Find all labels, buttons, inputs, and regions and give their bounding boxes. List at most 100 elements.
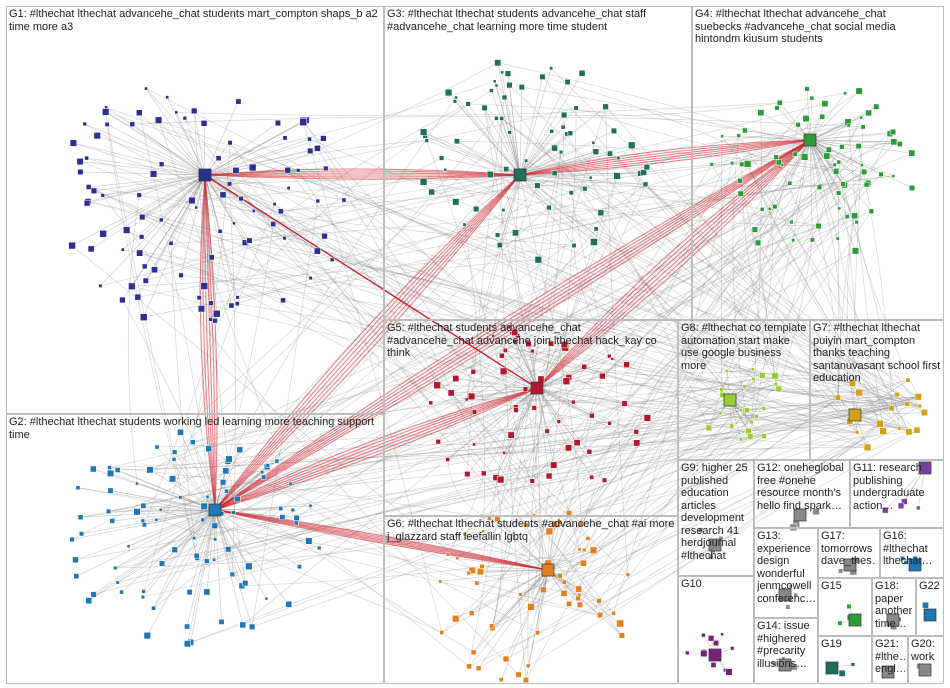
edge: [214, 396, 919, 561]
edge: [137, 162, 733, 298]
node-g2: [279, 514, 286, 521]
edge: [741, 409, 880, 425]
edge: [599, 423, 881, 616]
node-g1: [321, 232, 328, 240]
group-label-g2: G2: #lthechat lthechat students working …: [9, 416, 375, 441]
node-g2: [225, 455, 233, 463]
node-g3: [546, 204, 552, 211]
group-box-g8: G8: #lthechat co template automation sta…: [678, 320, 810, 460]
edge: [203, 123, 206, 176]
edge: [235, 170, 542, 380]
node-g2: [119, 589, 124, 595]
node-g3: [494, 116, 499, 121]
edge: [110, 490, 216, 511]
group-label-g14: G14: issue #highered #precarity illusion…: [757, 620, 810, 670]
edge: [447, 403, 908, 460]
edge: [726, 370, 910, 433]
edge: [97, 135, 206, 176]
edge: [497, 62, 521, 176]
edge: [473, 569, 549, 653]
node-g6: [575, 595, 581, 602]
node-g3: [496, 242, 503, 248]
node-g2: [169, 475, 177, 483]
edge: [136, 511, 442, 633]
node-g2: [151, 605, 156, 611]
group-label-g3: G3: #lthechat lthechat students advanceh…: [387, 8, 647, 33]
node-g3: [593, 226, 599, 232]
edge: [809, 93, 846, 141]
edge: [80, 509, 216, 518]
edge: [75, 509, 216, 561]
node-g2: [249, 623, 256, 630]
edge: [550, 67, 892, 409]
edge: [609, 153, 919, 398]
edge: [143, 509, 216, 592]
edge: [161, 509, 216, 564]
node-g2: [114, 467, 121, 473]
edge: [214, 509, 250, 567]
edge: [142, 174, 206, 218]
edge: [540, 378, 860, 393]
edge: [242, 206, 775, 626]
node-g7: [876, 420, 884, 428]
node-g10: [685, 650, 690, 656]
edge: [809, 139, 839, 194]
edge: [154, 174, 206, 270]
edge: [204, 174, 254, 212]
edge: [87, 201, 853, 384]
node-g3: [607, 150, 613, 157]
edge: [837, 165, 863, 398]
node-g4: [730, 161, 735, 166]
edge: [468, 103, 842, 148]
edge-highlight: [214, 387, 538, 511]
edge-highlight: [214, 174, 521, 511]
edge: [474, 411, 589, 539]
group-box-g13: G13: experience design wonderful jenmcow…: [754, 528, 818, 618]
node-g8: [744, 407, 750, 414]
edge: [509, 84, 858, 433]
node-g2: [190, 439, 196, 445]
edge: [520, 430, 884, 595]
node-g1: [308, 276, 313, 281]
edge: [528, 396, 919, 667]
node-g8: [729, 423, 734, 429]
edge-highlight: [214, 387, 538, 511]
edge: [204, 119, 307, 176]
edge: [491, 90, 521, 176]
edge: [508, 327, 538, 389]
edge: [204, 174, 284, 301]
edge: [214, 509, 320, 549]
edge-highlight: [204, 170, 521, 176]
node-g5: [481, 470, 487, 477]
node-g1: [200, 282, 209, 290]
edge: [105, 111, 569, 378]
edge-highlight: [204, 174, 538, 389]
edge: [507, 73, 521, 176]
edge: [726, 400, 910, 433]
edge: [144, 240, 250, 525]
node-g4: [823, 152, 831, 160]
edge: [237, 172, 555, 500]
edge: [86, 157, 868, 448]
edge: [88, 174, 206, 188]
node-g5: [499, 367, 508, 375]
edge: [809, 112, 869, 141]
edge: [581, 396, 919, 525]
edge: [732, 139, 811, 164]
edge: [73, 142, 206, 176]
edge: [774, 117, 862, 376]
node-g1: [219, 191, 227, 199]
edge: [214, 466, 268, 511]
node-g5: [531, 405, 537, 411]
node-g4: [775, 159, 782, 166]
node-g4: [863, 181, 870, 188]
edge: [139, 252, 748, 411]
edge: [438, 387, 538, 442]
edge: [568, 216, 848, 378]
edge: [519, 172, 644, 176]
edge: [214, 449, 241, 511]
edge: [108, 412, 721, 512]
node-g6: [522, 677, 529, 683]
edge: [497, 518, 549, 571]
node-g1: [158, 161, 165, 167]
